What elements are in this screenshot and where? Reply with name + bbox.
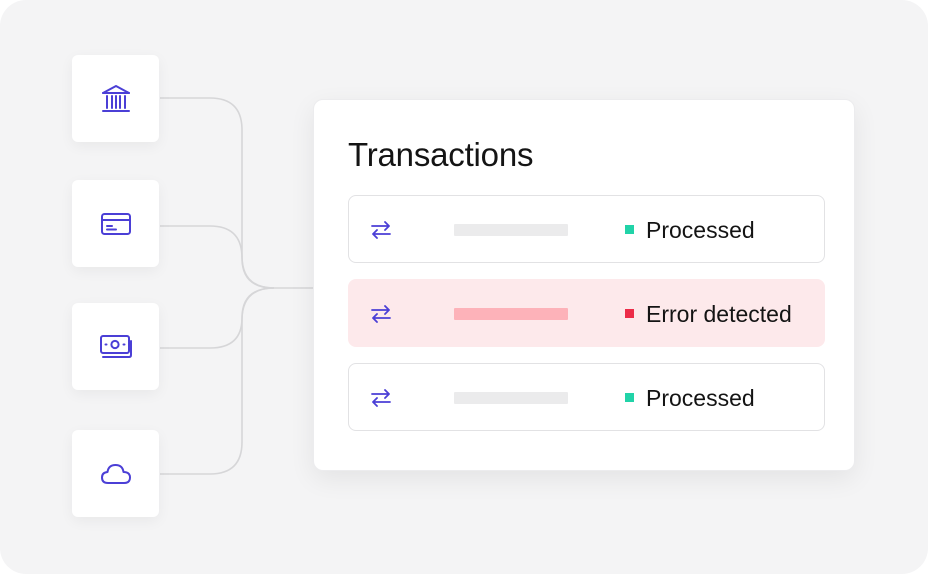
- source-cash: [72, 303, 159, 390]
- status-label: Processed: [646, 385, 755, 411]
- bank-icon: [99, 82, 133, 116]
- swap-arrows-icon: [369, 218, 393, 247]
- source-cloud: [72, 430, 159, 517]
- placeholder-bar: [454, 224, 568, 236]
- transaction-row[interactable]: Processed: [348, 363, 825, 431]
- status-label: Processed: [646, 217, 755, 243]
- cash-icon: [98, 330, 134, 364]
- source-bank: [72, 55, 159, 142]
- source-card: [72, 180, 159, 267]
- credit-card-icon: [99, 207, 133, 241]
- panel-title: Transactions: [348, 136, 534, 173]
- status-dot: [625, 225, 634, 234]
- status-label: Error detected: [646, 301, 792, 327]
- transactions-panel: Transactions Processed Error detect: [313, 99, 855, 471]
- placeholder-bar: [454, 392, 568, 404]
- transaction-row[interactable]: Processed: [348, 195, 825, 263]
- status-dot: [625, 309, 634, 318]
- cloud-icon: [98, 457, 134, 491]
- swap-arrows-icon: [369, 386, 393, 415]
- transaction-row-error[interactable]: Error detected: [348, 279, 825, 347]
- swap-arrows-icon: [369, 302, 393, 331]
- status-dot: [625, 393, 634, 402]
- placeholder-bar: [454, 308, 568, 320]
